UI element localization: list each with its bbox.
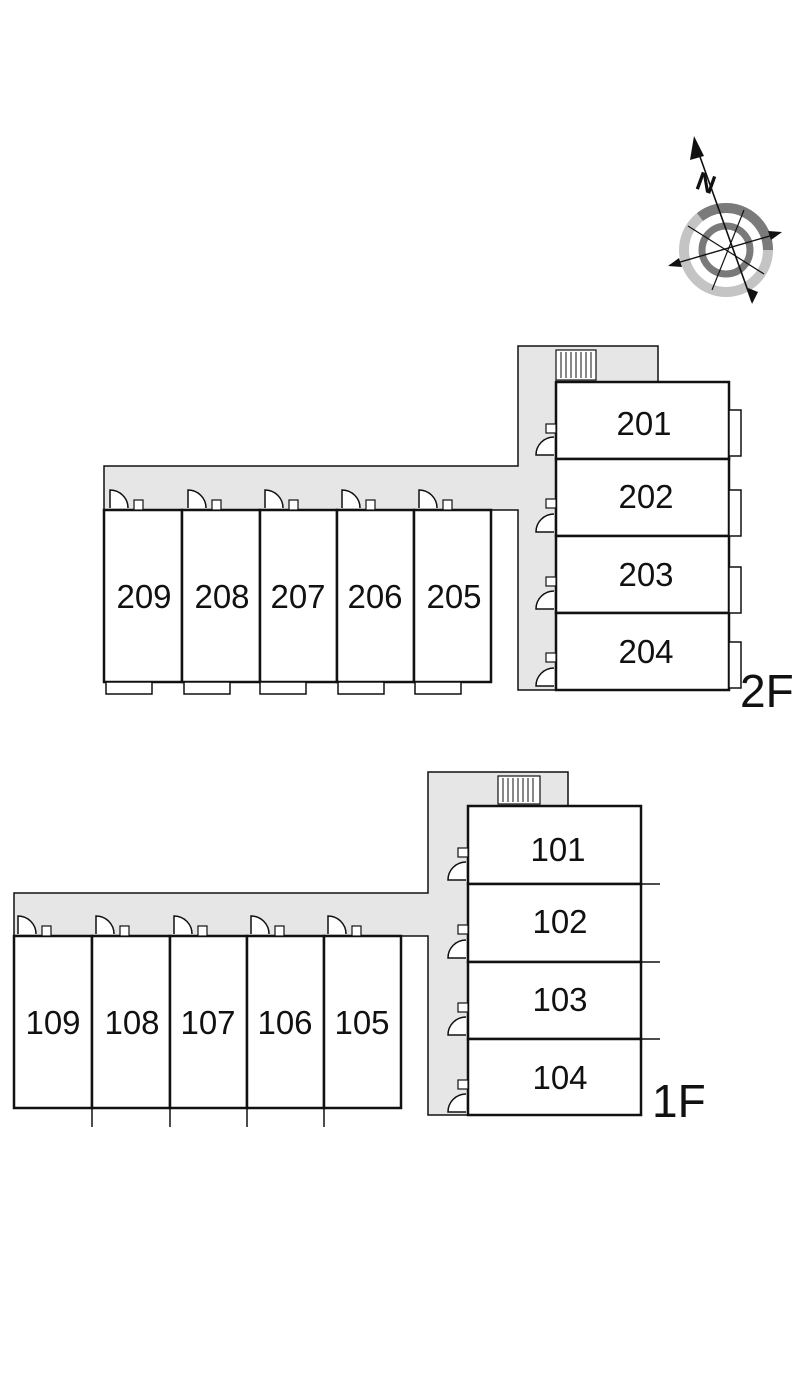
compass-south-arrow-icon — [748, 288, 758, 304]
door-icon — [327, 915, 362, 937]
stairs-2f — [555, 349, 597, 381]
door-icon — [109, 489, 144, 511]
unit-label-204: 204 — [618, 633, 673, 670]
door-icon — [341, 489, 376, 511]
door-icon — [447, 924, 469, 959]
floor-label-1f: 1F — [652, 1075, 706, 1127]
unit-101 — [466, 804, 643, 886]
unit-label-106: 106 — [257, 1004, 312, 1041]
compass-needle-ns — [693, 139, 753, 303]
unit-206 — [335, 508, 416, 684]
unit-label-109: 109 — [25, 1004, 80, 1041]
balcony-206 — [337, 681, 385, 695]
unit-label-101: 101 — [530, 831, 585, 868]
door-icon — [418, 489, 453, 511]
door-icon — [447, 1002, 469, 1036]
compass-west-arrow-icon — [668, 258, 682, 267]
balcony-207 — [259, 681, 307, 695]
compass-line-diag1 — [687, 225, 765, 275]
door-icon — [173, 915, 208, 937]
unit-205 — [412, 508, 493, 684]
unit-label-108: 108 — [104, 1004, 159, 1041]
unit-102 — [466, 882, 643, 964]
compass: N — [668, 136, 782, 304]
door-icon — [535, 498, 557, 533]
door-icon — [447, 1079, 469, 1113]
compass-inner-ring — [698, 222, 754, 278]
balcony-202 — [728, 489, 742, 537]
unit-label-201: 201 — [616, 405, 671, 442]
balcony-208 — [183, 681, 231, 695]
unit-106 — [245, 934, 326, 1110]
unit-108 — [90, 934, 172, 1110]
unit-104 — [466, 1037, 643, 1117]
balcony-201 — [728, 409, 742, 457]
balcony-205 — [414, 681, 462, 695]
door-icon — [17, 915, 52, 937]
compass-north-arrow-icon — [690, 136, 704, 160]
door-icon — [264, 489, 299, 511]
unit-207 — [258, 508, 339, 684]
compass-ring-dark — [696, 203, 773, 251]
unit-103 — [466, 960, 643, 1041]
door-icon — [535, 576, 557, 610]
unit-label-202: 202 — [618, 478, 673, 515]
unit-label-203: 203 — [618, 556, 673, 593]
compass-line-diag2 — [711, 209, 745, 291]
floor-2f: 201 202 203 204 205 206 207 208 209 2F — [102, 345, 794, 717]
unit-label-209: 209 — [116, 578, 171, 615]
door-icon — [447, 847, 469, 881]
unit-label-208: 208 — [194, 578, 249, 615]
unit-label-107: 107 — [180, 1004, 235, 1041]
door-icon — [95, 915, 130, 937]
unit-label-206: 206 — [347, 578, 402, 615]
unit-105 — [322, 934, 403, 1110]
compass-north-label: N — [692, 165, 720, 200]
balcony-209 — [105, 681, 153, 695]
door-icon — [535, 652, 557, 687]
floor-label-2f: 2F — [740, 665, 794, 717]
unit-label-104: 104 — [532, 1059, 587, 1096]
unit-label-205: 205 — [426, 578, 481, 615]
balcony-204 — [728, 641, 742, 689]
door-icon — [187, 489, 222, 511]
unit-107 — [168, 934, 249, 1110]
floor-1f: 101 102 103 104 105 106 107 108 109 1F — [12, 771, 706, 1127]
unit-label-105: 105 — [334, 1004, 389, 1041]
compass-east-arrow-icon — [768, 231, 782, 240]
unit-204 — [554, 611, 731, 692]
unit-label-102: 102 — [532, 903, 587, 940]
balcony-203 — [728, 566, 742, 614]
unit-label-103: 103 — [532, 981, 587, 1018]
door-icon — [535, 423, 557, 456]
stairs-1f — [497, 775, 541, 805]
door-icon — [250, 915, 285, 937]
unit-label-207: 207 — [270, 578, 325, 615]
